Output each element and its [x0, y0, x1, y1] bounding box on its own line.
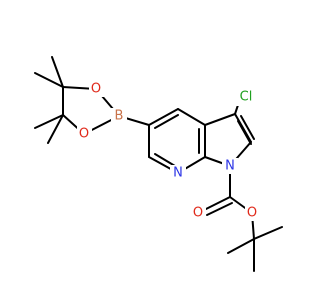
- bond: [206, 202, 233, 216]
- oxygen-label-top: O: [91, 82, 101, 97]
- bond: [47, 114, 64, 144]
- boron-label: B: [115, 109, 124, 124]
- bond: [227, 238, 255, 254]
- bond: [154, 114, 179, 129]
- bond: [154, 153, 176, 167]
- bond: [253, 226, 283, 240]
- bond: [203, 196, 231, 211]
- bond: [237, 120, 252, 145]
- molecule-structure-diagram: Cl B O O N N O O: [34, 56, 283, 272]
- oxygen-label-bottom: O: [79, 127, 89, 142]
- bond: [34, 114, 64, 129]
- bond: [148, 108, 179, 126]
- bond: [34, 72, 64, 88]
- bond: [240, 115, 255, 140]
- nitrogen-label-pyridine: N: [173, 166, 183, 181]
- chlorine-label: Cl: [240, 90, 253, 105]
- bond: [51, 56, 64, 88]
- nitrogen-label-pyrrole: N: [225, 159, 235, 174]
- bond: [177, 108, 206, 126]
- oxygen-label-carbonyl: O: [193, 206, 203, 221]
- atom-label-layer: Cl B O O N N O O: [77, 81, 260, 221]
- oxygen-label-ester: O: [247, 206, 257, 221]
- bond: [204, 113, 236, 126]
